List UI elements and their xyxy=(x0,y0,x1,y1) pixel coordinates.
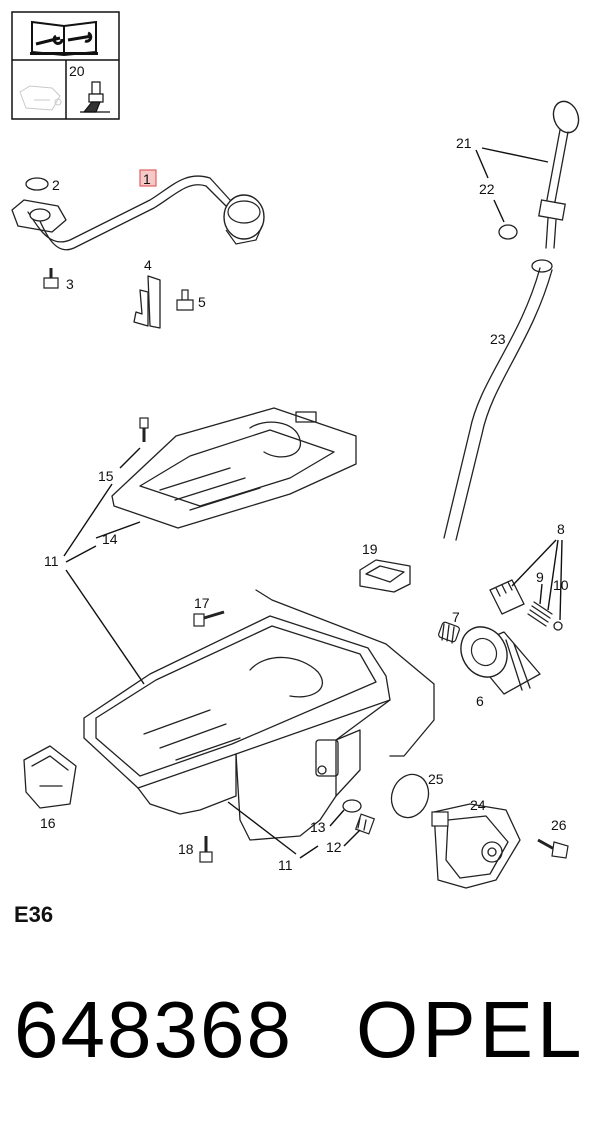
callout-19: 19 xyxy=(362,541,378,557)
callout-2: 2 xyxy=(52,177,60,193)
bolt-17 xyxy=(193,610,225,627)
gasket-25 xyxy=(390,773,430,819)
oil-suction-pipe xyxy=(11,175,265,251)
oil-pan-11 xyxy=(83,589,435,841)
dipstick-tube-23 xyxy=(443,267,553,541)
callout-14: 14 xyxy=(102,531,118,547)
callout-11-top: 11 xyxy=(44,553,59,569)
washer-13 xyxy=(342,799,362,813)
highlight-callout-box xyxy=(139,169,157,187)
section-code: E36 xyxy=(14,902,54,927)
callout-18: 18 xyxy=(178,841,194,857)
o-ring-2 xyxy=(25,177,49,191)
callout-3: 3 xyxy=(66,276,74,292)
header-ref-label: 20 xyxy=(69,63,85,79)
bolt-18 xyxy=(199,836,213,863)
oil-filter-6 xyxy=(460,626,541,695)
callout-6: 6 xyxy=(476,693,484,709)
callout-17: 17 xyxy=(194,595,210,611)
bolt-5 xyxy=(176,289,194,311)
callout-11-bottom: 11 xyxy=(278,857,293,873)
bolt-26 xyxy=(537,838,569,859)
oil-level-sensor-19 xyxy=(359,559,411,593)
callout-9: 9 xyxy=(536,569,544,585)
callout-16: 16 xyxy=(40,815,56,831)
valve-ball-10 xyxy=(553,621,563,631)
callout-22: 22 xyxy=(479,181,495,197)
threaded-nipple-7 xyxy=(438,621,460,644)
rubber-seal-16 xyxy=(23,745,77,809)
pump-housing-24 xyxy=(431,803,521,889)
bolt-15 xyxy=(139,417,149,442)
callout-12: 12 xyxy=(326,839,342,855)
brand-name: OPEL xyxy=(356,985,586,1074)
callout-23: 23 xyxy=(490,331,506,347)
oil-pan-thumbnail-icon xyxy=(19,85,62,111)
callout-24: 24 xyxy=(470,797,486,813)
bolt-3 xyxy=(43,268,59,289)
callout-26: 26 xyxy=(551,817,567,833)
pressure-switch-icon xyxy=(80,81,110,113)
header-symbol-box: 20 xyxy=(11,11,120,120)
callout-1: 1 xyxy=(143,171,151,187)
pressure-valve-8 xyxy=(489,579,525,615)
drain-plug-12 xyxy=(354,813,376,835)
callout-10: 10 xyxy=(553,577,569,593)
callout-5: 5 xyxy=(198,294,206,310)
part-number: 648368 xyxy=(14,985,293,1074)
valve-spring-9 xyxy=(527,601,553,627)
callout-7: 7 xyxy=(452,609,460,625)
service-manual-icon xyxy=(30,20,98,57)
bracket-4 xyxy=(133,275,161,329)
callout-25: 25 xyxy=(428,771,444,787)
dipstick-21 xyxy=(538,100,580,249)
callout-13: 13 xyxy=(310,819,326,835)
o-ring-22 xyxy=(498,224,518,240)
baffle-plate-14 xyxy=(111,407,357,529)
callout-4: 4 xyxy=(144,257,152,273)
callout-8: 8 xyxy=(557,521,565,537)
callout-15: 15 xyxy=(98,468,114,484)
callout-21: 21 xyxy=(456,135,472,151)
